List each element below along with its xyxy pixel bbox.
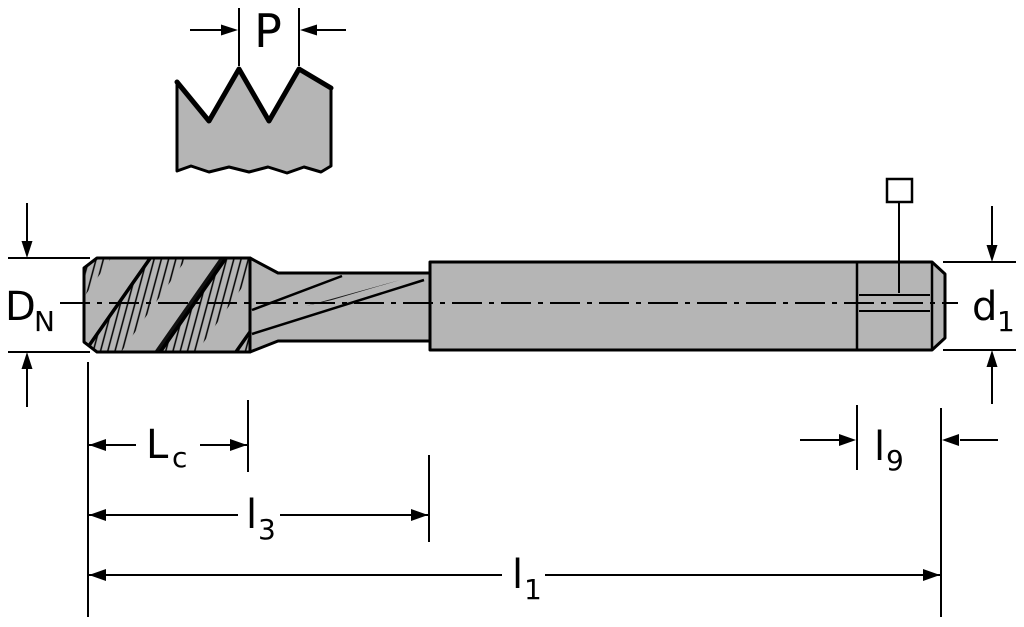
pitch-extension-lines: [190, 8, 346, 66]
dn-arrow-down-icon: [21, 241, 33, 258]
lc-label-base: L: [146, 422, 169, 468]
square-flat-edges: [859, 294, 930, 312]
l1-arrow-right-icon: [923, 569, 940, 581]
square-drive-boundary-lines: [855, 263, 934, 349]
l9-label-base: l: [874, 424, 885, 470]
l3-label-base: l: [246, 492, 257, 538]
d1-arrow-down-icon: [986, 245, 998, 262]
flute-runout-sliver: [306, 280, 400, 306]
dimension-dn: D N: [5, 203, 90, 407]
l1-arrow-left-icon: [89, 569, 106, 581]
dn-arrow-up-icon: [21, 352, 33, 369]
thread-profile-crest-line: [174, 66, 334, 124]
pitch-arrow-right-icon: [221, 24, 238, 36]
l9-arrow-right-icon: [839, 434, 856, 446]
l1-dimension-lines: [87, 362, 942, 617]
dn-extension-lines: [8, 203, 90, 407]
square-drive-symbol-icon: [885, 177, 914, 204]
d1-extension-lines: [943, 206, 1016, 404]
neck-section: [248, 256, 432, 354]
l9-label-sub: 9: [886, 444, 904, 477]
lc-dimension-lines: [89, 400, 249, 472]
d1-label-sub: 1: [997, 305, 1015, 338]
l1-label-base: l: [512, 552, 523, 598]
l3-dimension-lines: [89, 455, 430, 542]
lc-arrow-left-icon: [89, 439, 106, 451]
dimension-l1: l 1: [87, 362, 942, 617]
dimension-d1: d 1: [943, 206, 1016, 404]
pitch-label: P: [254, 4, 282, 58]
d1-label-base: d: [972, 284, 997, 330]
pitch-arrow-left-icon: [300, 24, 317, 36]
dimension-pitch: P: [190, 4, 346, 66]
l3-arrow-left-icon: [89, 509, 106, 521]
dimension-l9: l 9: [800, 405, 998, 477]
dimension-l3: l 3: [89, 455, 430, 546]
lc-label-sub: c: [172, 441, 187, 474]
dimension-lc: L c: [89, 400, 249, 474]
thread-profile-detail: [174, 66, 334, 175]
l1-label-sub: 1: [524, 573, 542, 606]
thread-profile-shape: [175, 67, 333, 175]
dn-label-sub: N: [34, 305, 55, 338]
thread-section-outline: [82, 256, 252, 354]
tap-body: [60, 177, 958, 354]
thread-hatching: [84, 258, 250, 352]
l3-label-sub: 3: [258, 513, 276, 546]
thread-section: [84, 258, 250, 352]
dn-label-base: D: [5, 284, 36, 330]
flute-runout-lines: [251, 274, 425, 336]
lc-arrow-right-icon: [230, 439, 247, 451]
d1-arrow-up-icon: [986, 350, 998, 367]
l9-dimension-lines: [800, 405, 998, 470]
l3-arrow-right-icon: [411, 509, 428, 521]
l9-arrow-left-icon: [942, 434, 959, 446]
shank-section: [428, 260, 947, 352]
